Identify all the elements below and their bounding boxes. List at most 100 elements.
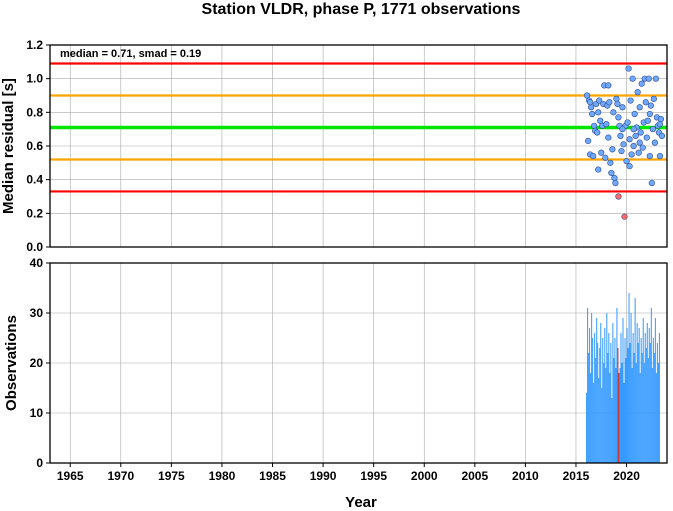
- observation-bar: [658, 333, 660, 463]
- observation-bar: [648, 328, 650, 463]
- observation-bar: [633, 353, 635, 463]
- observation-bar: [595, 358, 597, 463]
- residual-point: [656, 121, 664, 128]
- y-tick-label: 0.4: [26, 173, 43, 187]
- y-tick-label: 0.2: [26, 206, 43, 220]
- residual-point: [621, 213, 628, 220]
- observation-bar: [602, 338, 604, 463]
- residual-point: [614, 100, 621, 108]
- residual-point: [598, 149, 605, 156]
- x-tick-label: 1990: [310, 469, 337, 483]
- observation-bar: [647, 358, 649, 463]
- residual-point: [606, 99, 613, 106]
- residual-point: [636, 104, 643, 111]
- year-x-axis-label: Year: [345, 494, 377, 511]
- residual-point: [626, 136, 633, 143]
- observation-bar: [629, 343, 631, 463]
- observation-bar: [624, 338, 626, 463]
- observation-bar: [649, 343, 651, 463]
- residual-point: [605, 82, 612, 89]
- residual-point: [615, 114, 622, 121]
- observation-bar: [586, 393, 588, 463]
- residual-point: [594, 129, 601, 136]
- y-tick-label: 1.0: [26, 72, 43, 86]
- observation-bar: [637, 343, 639, 463]
- residual-point: [596, 97, 603, 104]
- observation-bar: [589, 328, 591, 463]
- observation-bar: [598, 378, 600, 463]
- x-tick-label: 2010: [512, 469, 539, 483]
- residual-point: [630, 126, 637, 133]
- residual-point: [602, 154, 609, 161]
- residual-point: [588, 104, 595, 111]
- x-tick-label: 2020: [613, 469, 640, 483]
- residual-point: [651, 139, 658, 146]
- reference-lines: [50, 62, 667, 193]
- observations-y-axis-label: Observations: [3, 315, 20, 411]
- observation-bar: [638, 328, 640, 463]
- observation-bar: [641, 353, 643, 463]
- residual-point: [590, 153, 597, 160]
- observation-bar: [657, 363, 659, 463]
- residual-point: [587, 99, 594, 106]
- observation-bar: [597, 343, 599, 463]
- x-tick-label: 2000: [411, 469, 438, 483]
- observation-bar: [600, 323, 602, 463]
- residual-point: [657, 115, 665, 123]
- residual-point: [625, 65, 632, 72]
- residual-point: [620, 141, 627, 148]
- residual-point: [607, 159, 614, 166]
- observation-bar: [619, 368, 621, 463]
- observation-bar: [588, 353, 590, 463]
- observation-bar: [627, 348, 629, 463]
- residual-point: [647, 102, 654, 109]
- observation-bar: [623, 383, 625, 463]
- residual-point: [609, 146, 616, 153]
- residual-points: [583, 65, 666, 220]
- observation-bar: [652, 338, 654, 463]
- observation-bar: [601, 388, 603, 463]
- x-tick-label: 1965: [57, 469, 84, 483]
- y-tick-label: 1.2: [26, 38, 43, 52]
- x-tick-label: 2015: [563, 469, 590, 483]
- residual-point: [611, 174, 618, 182]
- observation-bar: [630, 313, 632, 463]
- observation-bar: [620, 333, 622, 463]
- observation-bar: [626, 328, 628, 463]
- x-tick-label: 1975: [158, 469, 185, 483]
- residual-point: [644, 117, 651, 124]
- residual-point: [630, 142, 637, 150]
- residual-point: [618, 147, 625, 155]
- residual-point: [615, 193, 622, 200]
- observation-bar: [655, 373, 657, 463]
- residual-point: [634, 89, 641, 96]
- observation-bar: [587, 308, 589, 463]
- residual-point: [635, 149, 642, 156]
- residual-point: [605, 134, 612, 141]
- y-tick-label: 10: [30, 406, 44, 420]
- residual-point: [626, 163, 633, 170]
- y-tick-label: 0.6: [26, 139, 43, 153]
- observation-bar: [615, 368, 617, 463]
- observation-bar: [614, 338, 616, 463]
- x-tick-label: 1970: [107, 469, 134, 483]
- observation-bar: [605, 368, 607, 463]
- observation-bar: [611, 398, 613, 463]
- observation-bar: [606, 313, 608, 463]
- residual-point: [636, 139, 643, 146]
- observation-bar: [639, 373, 641, 463]
- observation-bar: [632, 333, 634, 463]
- residual-y-axis-label: Median residual [s]: [0, 78, 17, 214]
- residual-point: [656, 153, 664, 160]
- observation-bar: [613, 358, 615, 463]
- residual-point: [631, 110, 638, 118]
- residual-point: [617, 132, 624, 139]
- observation-bar: [625, 358, 627, 463]
- residual-point: [613, 95, 620, 102]
- observation-bar: [653, 353, 655, 463]
- observation-bar: [609, 373, 611, 463]
- residual-point: [643, 134, 650, 141]
- observation-bar: [618, 373, 620, 463]
